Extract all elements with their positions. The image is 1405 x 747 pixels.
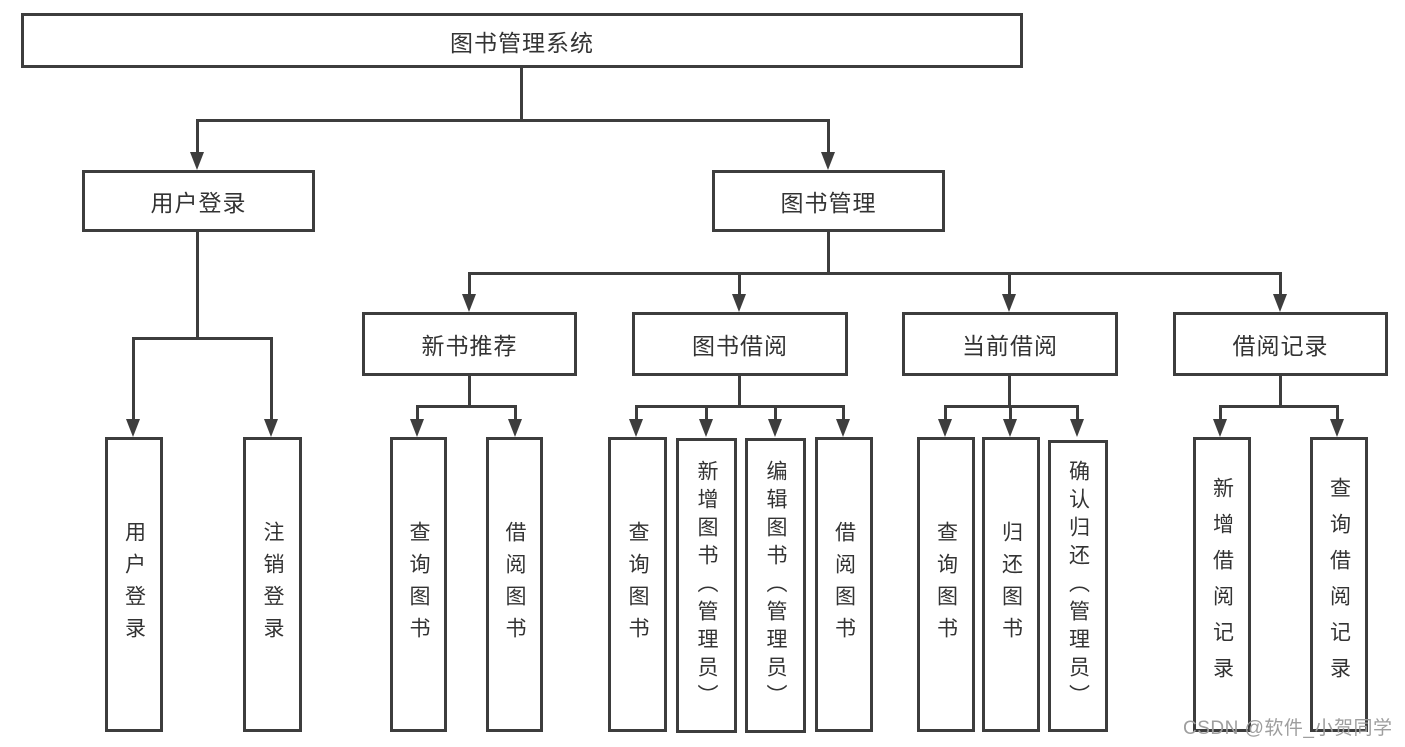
arrow-down-icon [699, 419, 713, 437]
arrow-down-icon [629, 419, 643, 437]
arrow-down-icon [836, 419, 850, 437]
leaf-label: 确认归还（管理员） [1066, 460, 1090, 712]
connector-hline [1219, 405, 1339, 408]
node-borrow-record: 借阅记录 [1173, 312, 1388, 376]
leaf-label: 注销登录 [261, 520, 284, 649]
connector-vline [196, 119, 199, 153]
leaf-label: 借阅图书 [832, 520, 856, 649]
connector-vline [270, 337, 273, 419]
connector-vline [416, 405, 419, 419]
arrow-down-icon [1003, 419, 1017, 437]
node-root: 图书管理系统 [21, 13, 1023, 68]
leaf-label: 查询借阅记录 [1327, 476, 1351, 693]
connector-vline [1279, 272, 1282, 295]
leaf-newbook-query-book: 查询图书 [390, 437, 447, 732]
leaf-label: 查询图书 [407, 520, 430, 649]
leaf-borrow-query-book: 查询图书 [608, 437, 667, 732]
leaf-borrow-edit-book: 编辑图书（管理员） [745, 438, 806, 733]
arrow-down-icon [938, 419, 952, 437]
connector-vline [1336, 405, 1339, 419]
arrow-down-icon [1213, 419, 1227, 437]
leaf-label: 归还图书 [999, 520, 1023, 649]
leaf-label: 新增借阅记录 [1210, 476, 1234, 693]
connector-vline [827, 119, 830, 153]
leaf-label: 用户登录 [122, 520, 146, 649]
arrow-down-icon [126, 419, 140, 437]
leaf-borrow-add-book: 新增图书（管理员） [676, 438, 737, 733]
leaf-record-add: 新增借阅记录 [1193, 437, 1251, 732]
connector-vline [635, 405, 638, 419]
connector-hline [196, 119, 830, 122]
node-book-borrow: 图书借阅 [632, 312, 848, 376]
leaf-current-query-book: 查询图书 [917, 437, 975, 732]
arrow-down-icon [264, 419, 278, 437]
arrow-down-icon [1070, 419, 1084, 437]
connector-vline [842, 405, 845, 419]
arrow-down-icon [190, 152, 204, 170]
arrow-down-icon [732, 294, 746, 312]
leaf-record-query: 查询借阅记录 [1310, 437, 1368, 732]
connector-vline [738, 376, 741, 405]
connector-vline [827, 232, 830, 272]
leaf-newbook-borrow-book: 借阅图书 [486, 437, 543, 732]
arrow-down-icon [768, 419, 782, 437]
leaf-label: 查询图书 [934, 520, 958, 649]
connector-hline [132, 337, 273, 340]
connector-vline [1009, 405, 1012, 419]
connector-vline [944, 405, 947, 419]
leaf-current-confirm-return: 确认归还（管理员） [1048, 440, 1108, 732]
node-new-book-recommend: 新书推荐 [362, 312, 577, 376]
connector-vline [1008, 272, 1011, 295]
connector-hline [635, 405, 845, 408]
arrow-down-icon [462, 294, 476, 312]
node-user-login: 用户登录 [82, 170, 315, 232]
connector-vline [705, 405, 708, 419]
arrow-down-icon [1002, 294, 1016, 312]
watermark: CSDN @软件_小贺同学 [1183, 718, 1393, 739]
connector-vline [468, 376, 471, 405]
connector-vline [520, 68, 523, 119]
arrow-down-icon [1273, 294, 1287, 312]
arrow-down-icon [508, 419, 522, 437]
arrow-down-icon [410, 419, 424, 437]
connector-vline [468, 272, 471, 295]
node-current-borrow: 当前借阅 [902, 312, 1118, 376]
connector-vline [1008, 376, 1011, 405]
node-book-management: 图书管理 [712, 170, 945, 232]
arrow-down-icon [821, 152, 835, 170]
leaf-borrow-borrow-book: 借阅图书 [815, 437, 873, 732]
connector-hline [416, 405, 517, 408]
connector-vline [1279, 376, 1282, 405]
leaf-label: 编辑图书（管理员） [764, 459, 787, 712]
connector-vline [196, 232, 199, 337]
connector-vline [514, 405, 517, 419]
leaf-current-return-book: 归还图书 [982, 437, 1040, 732]
connector-vline [1076, 405, 1079, 419]
connector-vline [1219, 405, 1222, 419]
leaf-user-login: 用户登录 [105, 437, 163, 732]
arrow-down-icon [1330, 419, 1344, 437]
connector-vline [774, 405, 777, 419]
connector-vline [132, 337, 135, 419]
leaf-label: 新增图书（管理员） [695, 459, 718, 712]
connector-vline [738, 272, 741, 295]
leaf-label: 查询图书 [626, 520, 649, 649]
leaf-label: 借阅图书 [503, 520, 526, 649]
connector-hline [468, 272, 1282, 275]
leaf-logout: 注销登录 [243, 437, 302, 732]
